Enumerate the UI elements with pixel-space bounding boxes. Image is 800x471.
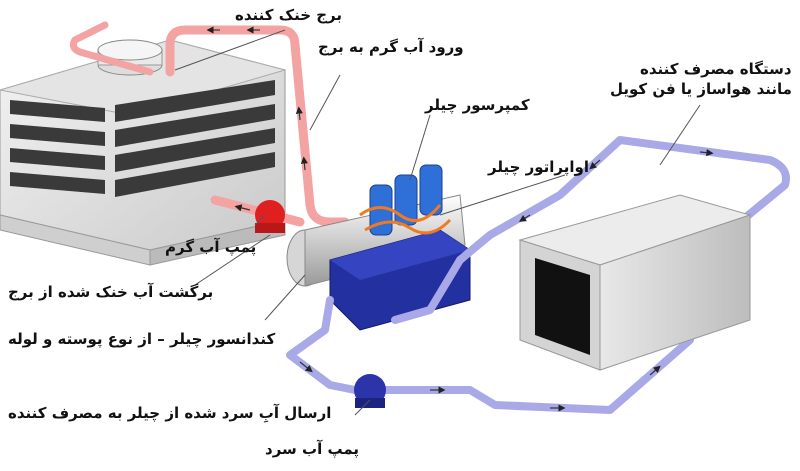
label-chilled-supply: ارسال آبِ سرد شده از چیلر به مصرف کننده	[8, 404, 332, 422]
tower-louvers	[10, 80, 275, 197]
chilled-water-arrows	[299, 149, 714, 412]
arrow-icon	[699, 149, 714, 157]
tower-top-pipe	[69, 21, 154, 76]
label-chilled-pump: پمپ آب سرد	[265, 440, 360, 458]
chilled-water-pump	[354, 374, 386, 408]
arrow-icon	[649, 365, 661, 376]
pump-icon	[255, 200, 285, 230]
label-consumer-line2: مانند هواساز یا فن کویل	[610, 80, 792, 98]
leader-lines	[174, 29, 701, 416]
arrow-icon	[589, 159, 601, 170]
label-hot-water-inlet: ورود آب گرم به برج	[318, 38, 464, 56]
arrow-icon	[300, 156, 308, 171]
arrow-icon	[518, 214, 531, 222]
hot-water-arrows	[206, 26, 308, 212]
chilled-supply-start-pipe	[286, 296, 359, 394]
label-condenser: کندانسور چیلر – از نوع پوسته و لوله	[8, 330, 276, 348]
label-tower-return: برگشت آب خنک شده از برج	[8, 283, 214, 301]
consumer-unit	[518, 194, 752, 371]
label-hot-water-pump: پمپ آب گرم	[165, 238, 257, 256]
label-evaporator: اواپراتور چیلر	[488, 158, 589, 176]
compressor	[359, 164, 452, 236]
arrow-icon	[299, 361, 313, 373]
evaporator-outlet-pipe	[391, 256, 464, 324]
hot-water-pump	[255, 200, 285, 233]
hot-water-supply-pipe	[165, 25, 350, 227]
arrow-icon	[234, 204, 251, 212]
label-cooling-tower: برج خنک کننده	[235, 6, 342, 24]
arrow-icon	[295, 106, 303, 121]
cooling-tower	[0, 39, 287, 266]
chiller-unit	[286, 164, 471, 331]
label-compressor: کمپرسور چیلر	[425, 96, 530, 114]
label-consumer-line1: دستگاه مصرف کننده	[640, 60, 792, 78]
